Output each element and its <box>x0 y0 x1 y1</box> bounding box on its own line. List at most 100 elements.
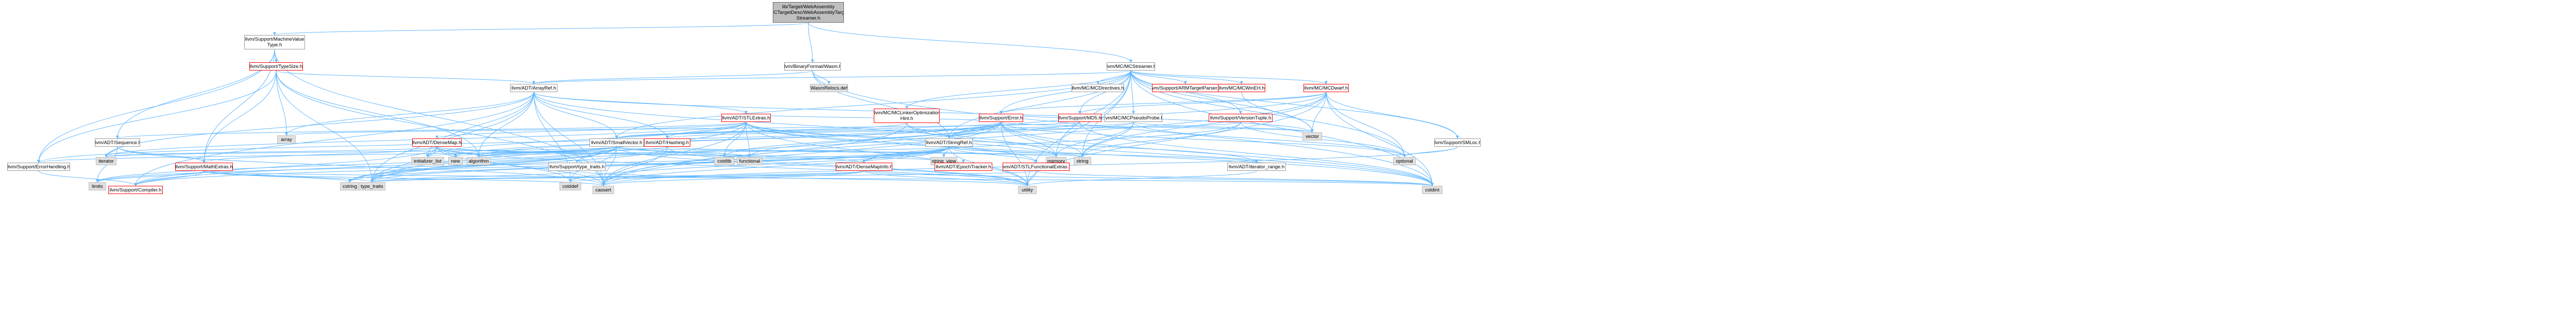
edge-type-size-to-error-handling <box>37 70 277 163</box>
node-initializer-list[interactable]: initializer_list <box>411 157 444 165</box>
node-math-extras[interactable]: llvm/Support/MathExtras.h <box>175 163 233 171</box>
edge-type-size-to-array-ref <box>276 70 535 84</box>
node-epoch-tracker[interactable]: llvm/ADT/EpochTracker.h <box>935 163 992 171</box>
node-algorithm[interactable]: algorithm <box>467 157 490 165</box>
node-array-ref[interactable]: llvm/ADT/ArrayRef.h <box>510 84 557 92</box>
node-error-handling[interactable]: llvm/Support/ErrorHandling.h <box>7 163 70 171</box>
node-stl-extras[interactable]: llvm/ADT/STLExtras.h <box>721 114 771 122</box>
node-support-md5[interactable]: llvm/Support/MD5.h <box>1058 114 1101 122</box>
edge-mc-streamer-to-smloc <box>1130 70 1459 139</box>
edge-mc-linker-optimization-hint-to-small-vector <box>615 122 907 139</box>
edge-mc-win-eh-to-vector <box>1241 92 1314 133</box>
node-vector[interactable]: vector <box>1302 132 1322 141</box>
edge-array-ref-to-hashing <box>533 92 669 139</box>
edge-small-vector-to-utility <box>616 146 1029 186</box>
node-mc-directives[interactable]: llvm/MC/MCDirectives.h <box>1072 84 1124 92</box>
edge-version-tuple-to-dense-map-info <box>862 121 1241 163</box>
edge-binary-format-wasm-to-array-ref <box>532 70 813 84</box>
node-mc-linker-optimization-hint[interactable]: llvm/MC/MCLinkerOptimization Hint.h <box>874 109 940 123</box>
node-optional[interactable]: optional <box>1393 157 1416 165</box>
edge-support-error-to-error-handling <box>37 121 1002 163</box>
edge-error-handling-to-compiler <box>38 170 137 186</box>
node-machine-value-type[interactable]: llvm/Support/MachineValue Type.h <box>244 35 305 49</box>
edge-dense-map-to-math-extras <box>202 146 437 163</box>
node-small-vector[interactable]: llvm/ADT/SmallVector.h <box>589 138 644 147</box>
edge-hashing-to-algorithm <box>477 146 668 157</box>
node-hashing[interactable]: llvm/ADT/Hashing.h <box>644 138 690 147</box>
node-wasm-relocs-def[interactable]: WasmRelocs.def <box>810 84 848 92</box>
node-utility[interactable]: utility <box>1018 186 1037 194</box>
node-mc-win-eh[interactable]: llvm/MC/MCWinEH.h <box>1218 84 1265 92</box>
node-functional[interactable]: functional <box>737 157 762 165</box>
edge-mc-dwarf-to-string <box>1081 92 1327 157</box>
edge-stl-extras-to-utility <box>745 121 1029 186</box>
edge-mc-streamer-to-support-error <box>999 70 1131 114</box>
node-limits[interactable]: limits <box>89 182 106 190</box>
node-cstdint[interactable]: cstdint <box>1422 186 1443 194</box>
node-new[interactable]: new <box>448 157 463 165</box>
edge-version-tuple-to-string <box>1081 121 1241 157</box>
node-dense-map[interactable]: llvm/ADT/DenseMap.h <box>412 138 462 147</box>
edge-array-ref-to-small-vector <box>533 92 618 139</box>
edge-type-size-to-algorithm <box>276 70 480 157</box>
node-support-type-traits[interactable]: llvm/Support/type_traits.h <box>548 163 606 171</box>
node-compiler[interactable]: llvm/Support/Compiler.h <box>108 186 163 194</box>
edge-stl-extras-to-hashing <box>666 121 747 139</box>
edge-support-error-to-cassert <box>602 121 1002 186</box>
edge-stl-extras-to-stl-functional-extras <box>745 121 1038 163</box>
edge-dense-map-to-utility <box>436 146 1029 186</box>
node-string-ref[interactable]: llvm/ADT/StringRef.h <box>925 138 973 147</box>
edge-dense-map-to-cstddef <box>436 146 572 183</box>
node-type-traits[interactable]: type_traits <box>359 182 385 190</box>
edge-mc-dwarf-to-support-error <box>999 92 1327 114</box>
node-adt-sequence[interactable]: llvm/ADT/Sequence.h <box>95 138 140 147</box>
edge-mc-streamer-to-version-tuple <box>1130 70 1242 114</box>
node-string[interactable]: string <box>1074 157 1091 165</box>
node-support-error[interactable]: llvm/Support/Error.h <box>979 114 1023 122</box>
node-cassert[interactable]: cassert <box>592 186 614 194</box>
edge-mc-linker-optimization-hint-to-string-ref <box>906 122 951 139</box>
edge-mc-dwarf-to-support-md5 <box>1078 92 1327 114</box>
edge-support-error-to-cstdint <box>1001 121 1434 186</box>
node-iterator-range[interactable]: llvm/ADT/iterator_range.h <box>1227 163 1286 171</box>
node-version-tuple[interactable]: llvm/Support/VersionTuple.h <box>1209 114 1273 122</box>
edge-support-type-traits-to-utility <box>577 170 1029 186</box>
node-binary-format-wasm[interactable]: llvm/BinaryFormat/Wasm.h <box>784 62 841 71</box>
edge-math-extras-to-limits <box>96 170 205 183</box>
node-mc-dwarf[interactable]: llvm/MC/MCDwarf.h <box>1303 84 1349 92</box>
edge-stl-functional-extras-to-cstdint <box>1036 170 1434 186</box>
node-iterator[interactable]: iterator <box>96 157 116 165</box>
node-mc-streamer[interactable]: llvm/MC/MCStreamer.h <box>1107 62 1155 71</box>
edge-type-size-to-type-traits <box>276 70 374 183</box>
node-arm-target-parser[interactable]: llvm/Support/ARMTargetParser.h <box>1152 84 1219 92</box>
node-array[interactable]: array <box>277 135 296 144</box>
edge-stl-extras-to-cstdint <box>745 121 1434 186</box>
edge-mc-streamer-to-support-md5 <box>1078 70 1131 114</box>
edge-version-tuple-to-hashing <box>666 121 1241 139</box>
node-dense-map-info[interactable]: llvm/ADT/DenseMapInfo.h <box>836 163 892 171</box>
edge-mc-dwarf-to-cstdint <box>1326 92 1434 186</box>
edge-string-ref-to-algorithm <box>477 146 950 157</box>
edge-math-extras-to-compiler <box>134 170 205 186</box>
edge-mc-pseudo-probe-to-small-vector <box>615 121 1134 139</box>
edge-string-ref-to-stl-functional-extras <box>948 146 1038 163</box>
edge-dense-map-info-to-cassert <box>602 170 865 186</box>
edge-mc-streamer-to-small-vector <box>615 70 1131 139</box>
node-cstring[interactable]: cstring <box>340 182 360 190</box>
node-cstddef[interactable]: cstddef <box>560 182 581 190</box>
node-type-size[interactable]: llvm/Support/TypeSize.h <box>249 62 303 71</box>
node-cstdlib[interactable]: cstdlib <box>714 157 735 165</box>
edge-mc-pseudo-probe-to-vector <box>1133 121 1314 133</box>
edge-array-ref-to-array <box>285 92 534 136</box>
edge-version-tuple-to-optional <box>1240 121 1406 157</box>
node-smloc[interactable]: llvm/Support/SMLoc.h <box>1434 138 1481 147</box>
edge-dense-map-to-dense-map-info <box>436 146 866 163</box>
edge-mc-dwarf-to-optional <box>1326 92 1406 157</box>
edge-stl-extras-to-functional <box>745 121 751 157</box>
node-mc-pseudo-probe[interactable]: llvm/MC/MCPseudoProbe.h <box>1105 114 1162 122</box>
node-stl-functional-extras[interactable]: llvm/ADT/STLFunctionalExtras.h <box>1003 163 1070 171</box>
edge-type-size-to-math-extras <box>202 70 277 163</box>
edge-stl-extras-to-cassert <box>602 121 747 186</box>
edge-stl-extras-to-dense-map <box>435 121 747 139</box>
